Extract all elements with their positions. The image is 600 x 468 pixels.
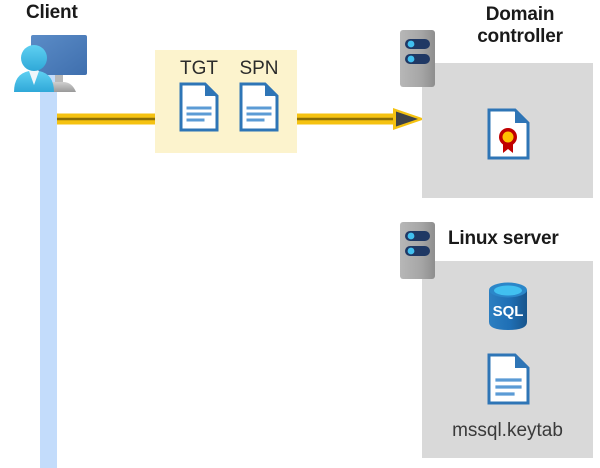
client-lifeline bbox=[40, 60, 57, 468]
token-spn: SPN bbox=[231, 58, 287, 132]
domain-controller-label-line2: controller bbox=[477, 26, 563, 47]
sql-badge-text: SQL bbox=[493, 303, 524, 320]
server-rack-icon bbox=[400, 222, 435, 279]
token-tgt-label: TGT bbox=[180, 58, 218, 79]
client-label: Client bbox=[26, 2, 78, 23]
document-icon bbox=[179, 82, 219, 132]
token-spn-label: SPN bbox=[239, 58, 279, 79]
client-workstation-icon bbox=[6, 30, 102, 98]
linux-server-label: Linux server bbox=[448, 228, 559, 249]
document-icon bbox=[239, 82, 279, 132]
certificate-document-icon bbox=[487, 108, 530, 160]
server-rack-icon bbox=[400, 30, 435, 87]
keytab-filename-label: mssql.keytab bbox=[452, 420, 563, 441]
domain-controller-label-line1: Domain bbox=[485, 4, 555, 25]
kerberos-token-box: TGT SPN bbox=[155, 50, 297, 153]
document-icon bbox=[487, 353, 530, 405]
token-tgt: TGT bbox=[171, 58, 227, 132]
sql-database-icon: SQL bbox=[485, 280, 531, 332]
domain-controller-label: Domain controller bbox=[440, 4, 600, 48]
